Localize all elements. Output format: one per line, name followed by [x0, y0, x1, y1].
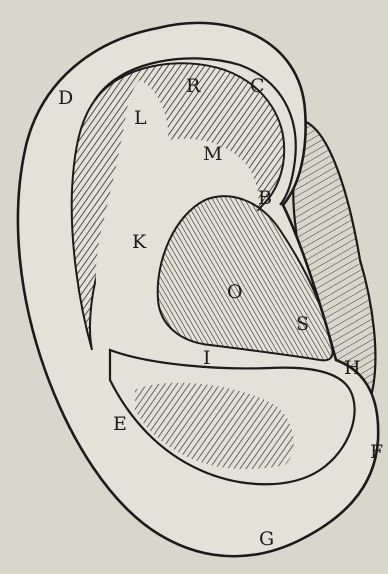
- label-e: E: [113, 413, 127, 435]
- label-r: R: [186, 75, 201, 97]
- label-i: I: [203, 347, 211, 369]
- label-f: F: [370, 441, 383, 463]
- label-c: C: [250, 75, 265, 97]
- label-d: D: [58, 87, 73, 109]
- label-s: S: [296, 313, 309, 335]
- label-m: M: [203, 143, 222, 165]
- label-b: B: [258, 187, 272, 209]
- label-o: O: [227, 281, 243, 303]
- label-l: L: [134, 107, 147, 129]
- label-g: G: [259, 528, 274, 550]
- label-h: H: [344, 357, 361, 379]
- label-k: K: [132, 231, 147, 253]
